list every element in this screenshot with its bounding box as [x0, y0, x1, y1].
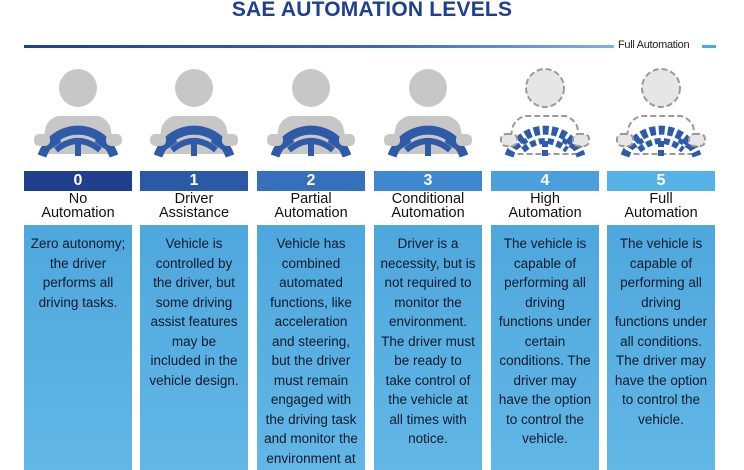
level-number-bar: 4 [491, 171, 599, 191]
driver-steering-icon [374, 64, 482, 168]
automation-timeline-arrow [24, 45, 614, 48]
level-description: Vehicle is controlled by the driver, but… [140, 225, 248, 470]
level-name-line1: Full [649, 191, 673, 207]
timeline-tail [702, 45, 716, 48]
level-number-bar: 2 [257, 171, 365, 191]
level-number: 2 [306, 172, 316, 189]
dashed-driver-icon [607, 64, 715, 168]
level-number: 1 [189, 172, 199, 189]
level-name-line2: Assistance [158, 205, 230, 221]
level-name-line1: Conditional [391, 191, 465, 207]
level-number: 5 [656, 172, 666, 189]
level-name-line1: No [68, 191, 88, 207]
level-number: 3 [423, 172, 433, 189]
level-description: Driver is a necessity, but is not requir… [374, 225, 482, 470]
level-description: Zero autonomy; the driver performs all d… [24, 225, 132, 470]
timeline-label: Full Automation [618, 39, 690, 51]
level-name-line1: Partial [290, 191, 332, 207]
level-name-line1: High [530, 191, 560, 207]
level-name-line1: Driver [174, 191, 214, 207]
level-name-line2: Automation [41, 205, 115, 221]
dashed-driver-icon [491, 64, 599, 168]
level-description: Vehicle has combined automated functions… [257, 225, 365, 470]
level-number-bar: 3 [374, 171, 482, 191]
driver-steering-icon [257, 64, 365, 168]
level-name-line2: Automation [391, 205, 465, 221]
level-name-line2: Automation [624, 205, 698, 221]
driver-steering-icon [24, 64, 132, 168]
level-description: The vehicle is capable of performing all… [491, 225, 599, 470]
level-number: 4 [540, 172, 550, 189]
level-description: The vehicle is capable of performing all… [607, 225, 715, 470]
page-title: SAE AUTOMATION LEVELS [231, 0, 513, 21]
level-name-line2: Automation [508, 205, 582, 221]
level-number-bar: 5 [607, 171, 715, 191]
level-number-bar: 0 [24, 171, 132, 191]
level-name-line2: Automation [274, 205, 348, 221]
level-number-bar: 1 [140, 171, 248, 191]
driver-steering-icon [140, 64, 248, 168]
level-number: 0 [73, 172, 83, 189]
